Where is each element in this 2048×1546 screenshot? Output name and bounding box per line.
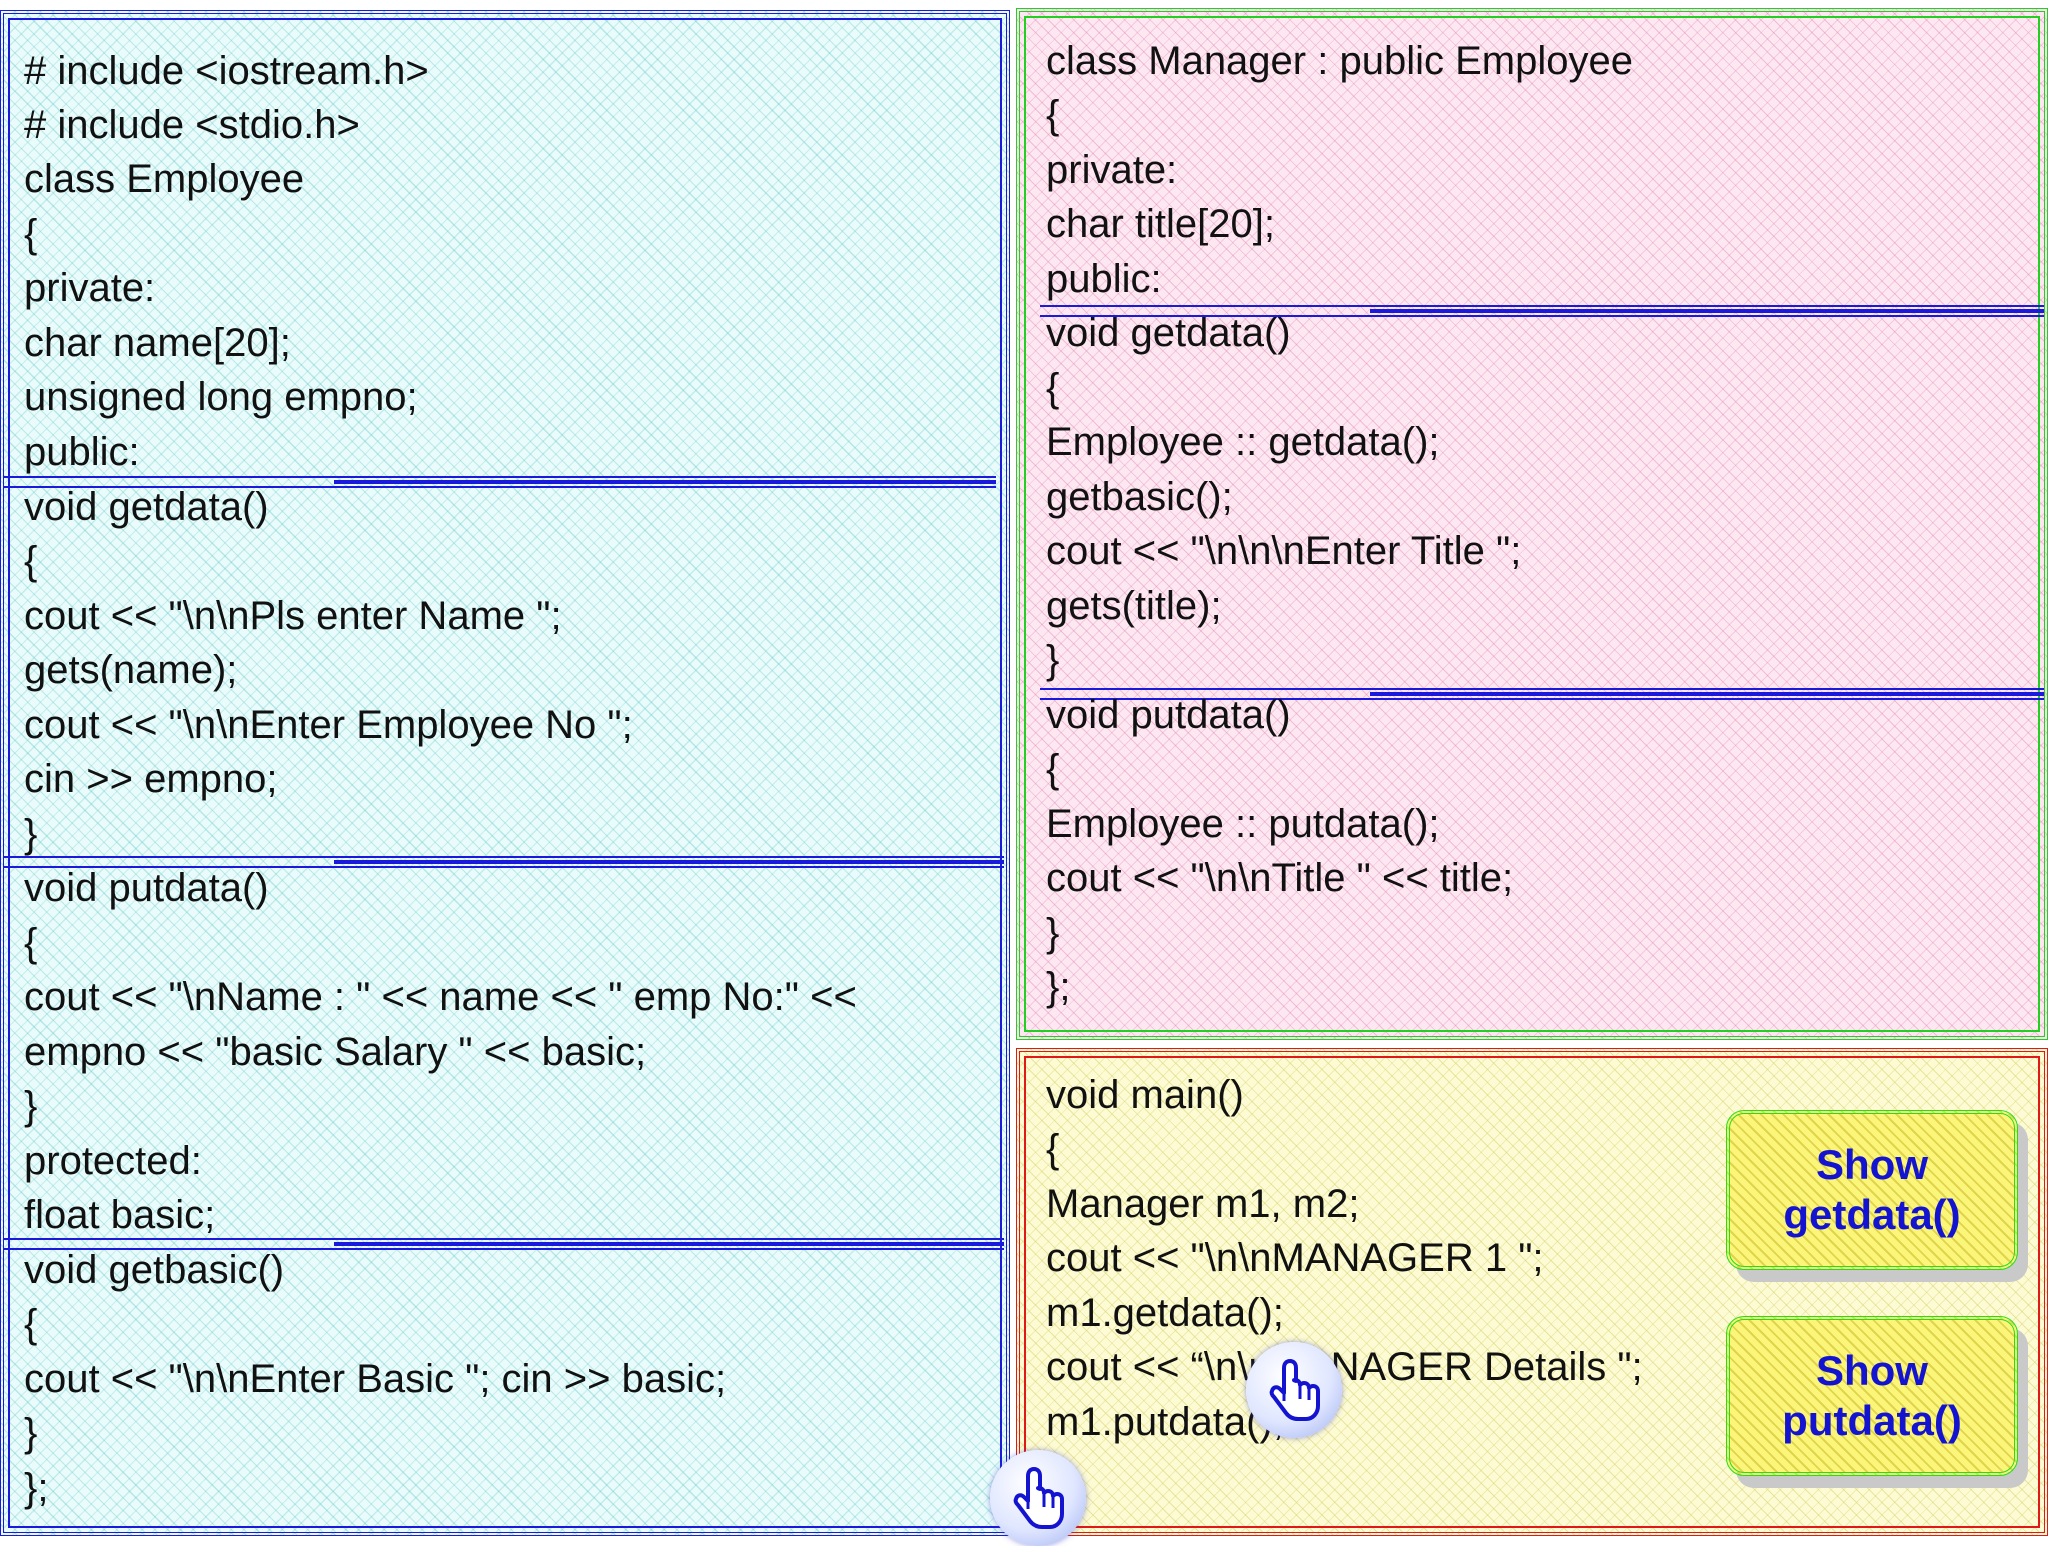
manager-class-panel: class Manager : public Employee { privat… [1016, 8, 2048, 1040]
code-line: char title[20]; [1046, 202, 1276, 246]
code-line: getbasic(); [1046, 475, 1233, 519]
code-line: cout << "\n\n\nEnter Title "; [1046, 529, 1522, 573]
show-getdata-button[interactable]: Show getdata() [1726, 1110, 2018, 1270]
code-line: { [24, 212, 38, 256]
pointing-hand-icon [1269, 1359, 1320, 1421]
code-line: void putdata() [24, 866, 269, 910]
code-line: { [1046, 747, 1060, 791]
code-line: m1.putdata(); [1046, 1400, 1284, 1444]
code-line: { [1046, 1127, 1060, 1171]
code-line: } [24, 812, 38, 856]
code-line: }; [24, 1466, 49, 1510]
code-line: gets(title); [1046, 584, 1222, 628]
code-line: { [1046, 366, 1060, 410]
code-line: # include <iostream.h> [24, 49, 429, 93]
show-putdata-label-line2: putdata() [1782, 1397, 1962, 1444]
code-line: gets(name); [24, 648, 238, 692]
code-line: void putdata() [1046, 693, 1291, 737]
code-line: public: [24, 430, 140, 474]
show-putdata-button[interactable]: Show putdata() [1726, 1316, 2018, 1476]
code-line: cout << “\n\nMANAGER Details "; [1046, 1345, 1643, 1389]
main-function-panel: void main() { Manager m1, m2; cout << "\… [1016, 1048, 2048, 1536]
pointing-hand-icon[interactable] [1246, 1342, 1342, 1438]
code-line: protected: [24, 1139, 202, 1183]
code-line: void getdata() [24, 485, 269, 529]
code-line: { [24, 1302, 38, 1346]
code-line: }; [1046, 965, 1071, 1009]
code-line: float basic; [24, 1193, 216, 1237]
show-getdata-label-line2: getdata() [1783, 1191, 1961, 1238]
section-divider [1040, 305, 2044, 317]
code-line: cin >> empno; [24, 757, 278, 801]
code-line: cout << "\nName : " << name << " emp No:… [24, 975, 857, 1019]
pointing-hand-icon[interactable] [990, 1450, 1086, 1546]
code-line: void main() [1046, 1073, 1244, 1117]
code-line: void getbasic() [24, 1248, 285, 1292]
code-line: private: [24, 266, 156, 310]
section-divider [4, 856, 1004, 868]
employee-class-panel: # include <iostream.h> # include <stdio.… [0, 10, 1010, 1536]
code-line: # include <stdio.h> [24, 103, 360, 147]
code-line: { [24, 539, 38, 583]
code-line: char name[20]; [24, 321, 291, 365]
code-line: cout << "\n\nEnter Basic "; cin >> basic… [24, 1357, 727, 1401]
code-line: } [1046, 911, 1060, 955]
pointing-hand-icon [1013, 1467, 1064, 1529]
code-line: cout << "\n\nPls enter Name "; [24, 594, 562, 638]
section-divider [4, 476, 996, 488]
code-line: Employee :: getdata(); [1046, 420, 1440, 464]
show-putdata-label-line1: Show [1815, 1347, 1928, 1394]
code-line: { [24, 921, 38, 965]
code-line: } [24, 1084, 38, 1128]
section-divider [1040, 688, 2044, 700]
code-line: class Manager : public Employee [1046, 39, 1633, 83]
code-line: empno << "basic Salary " << basic; [24, 1030, 647, 1074]
code-line: cout << "\n\nEnter Employee No "; [24, 703, 633, 747]
code-line: private: [1046, 148, 1178, 192]
code-line: void getdata() [1046, 311, 1291, 355]
code-line: cout << "\n\nTitle " << title; [1046, 856, 1514, 900]
section-divider [4, 1238, 1004, 1250]
code-line: class Employee [24, 157, 305, 201]
code-line: cout << "\n\nMANAGER 1 "; [1046, 1236, 1544, 1280]
code-line: Manager m1, m2; [1046, 1182, 1360, 1226]
code-line: Employee :: putdata(); [1046, 802, 1440, 846]
code-line: unsigned long empno; [24, 375, 418, 419]
code-line: } [1046, 638, 1060, 682]
code-line: m1.getdata(); [1046, 1291, 1284, 1335]
code-line: public: [1046, 257, 1162, 301]
code-line: { [1046, 93, 1060, 137]
code-line: } [24, 1411, 38, 1455]
show-getdata-label-line1: Show [1816, 1141, 1928, 1188]
